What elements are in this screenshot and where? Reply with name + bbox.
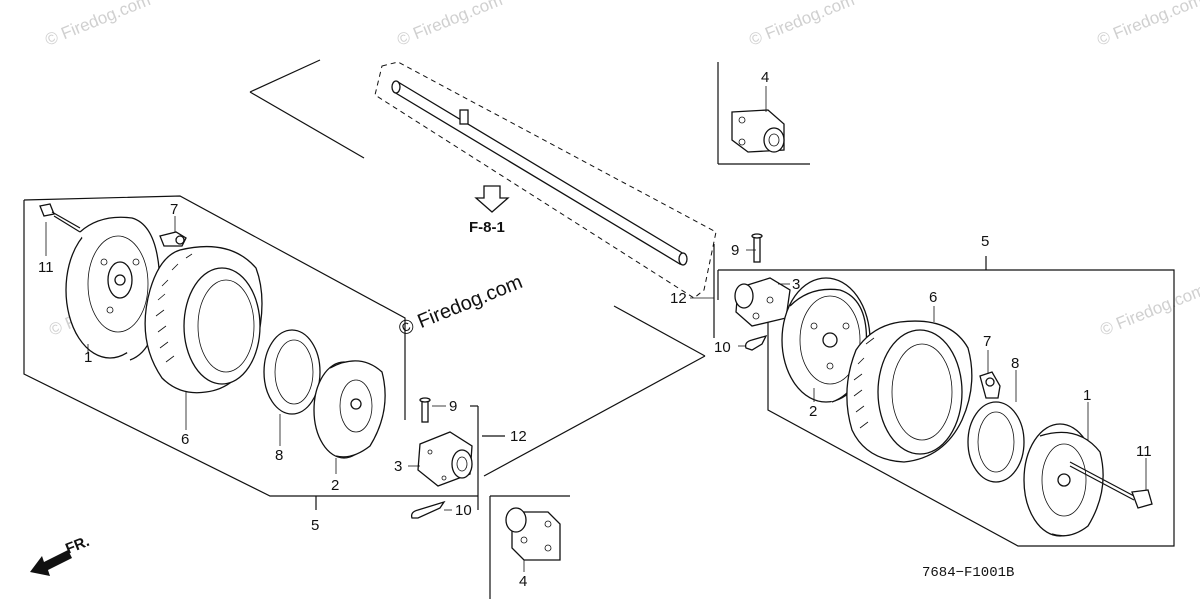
axle-shaft (249, 59, 717, 357)
watermark: © Firedog.com (394, 0, 505, 50)
right-tire (846, 320, 973, 463)
right-flange-bolt (1069, 461, 1153, 509)
callout-1: 1 (1083, 387, 1091, 404)
right-assembly-frame (713, 244, 1175, 547)
watermark: © Firedog.com (42, 0, 153, 50)
left-valve-stem (159, 231, 187, 247)
callout-6: 6 (181, 431, 189, 448)
callout-4: 4 (761, 69, 769, 86)
left-flange-bolt (39, 203, 81, 233)
callout-10: 10 (455, 502, 472, 519)
right-cotter-pin (744, 334, 768, 351)
callout-5: 5 (311, 517, 319, 534)
left-cotter-pin (410, 500, 446, 519)
callout-9: 9 (731, 242, 739, 259)
left-hub (417, 431, 473, 487)
left-seal (263, 329, 321, 415)
callout-3: 3 (792, 276, 800, 293)
right-valve-stem (979, 371, 1001, 399)
left-pin (419, 397, 431, 423)
callout-7: 7 (170, 201, 178, 218)
callout-10: 10 (714, 339, 731, 356)
callout-12: 12 (510, 428, 527, 445)
callout-1: 1 (84, 349, 92, 366)
watermark: © Firedog.com (746, 0, 857, 50)
right-hub (734, 277, 791, 327)
front-label: FR. (63, 533, 92, 558)
right-callouts: 9 12 3 10 5 6 2 7 8 1 11 4 (670, 69, 1152, 460)
right-alt-hub-box (717, 62, 810, 165)
callout-9: 9 (449, 398, 457, 415)
front-direction-arrow: FR. (30, 533, 92, 576)
right-seal (967, 401, 1025, 483)
callout-2: 2 (331, 477, 339, 494)
callout-6: 6 (929, 289, 937, 306)
callout-5: 5 (981, 233, 989, 250)
callout-12: 12 (670, 290, 687, 307)
left-callouts: 11 1 7 6 8 2 9 3 10 12 5 4 (38, 201, 527, 590)
callout-8: 8 (275, 447, 283, 464)
callout-8: 8 (1011, 355, 1019, 372)
reference-arrow: F-8-1 (469, 185, 510, 236)
left-alt-hub-box (489, 495, 570, 599)
callout-11: 11 (1136, 443, 1152, 460)
left-brake-drum (65, 216, 161, 361)
left-wheel-rim (313, 360, 386, 459)
left-assembly-frame (23, 195, 706, 510)
callout-7: 7 (983, 333, 991, 350)
right-brake-drum (1023, 423, 1104, 537)
right-wheel-drum (781, 277, 871, 403)
reference-label: F-8-1 (469, 219, 505, 236)
left-tire (144, 245, 263, 394)
drawing-code: 7684−F1001B (922, 565, 1014, 581)
watermark: © Firedog.com (1097, 280, 1200, 339)
callout-2: 2 (809, 403, 817, 420)
center-watermark: © Firedog.com (396, 271, 526, 341)
callout-11: 11 (38, 259, 54, 276)
callout-3: 3 (394, 458, 402, 475)
leader-lines (45, 86, 1147, 572)
callout-4: 4 (519, 573, 527, 590)
watermark: © Firedog.com (1094, 0, 1200, 50)
right-pin (751, 233, 763, 263)
